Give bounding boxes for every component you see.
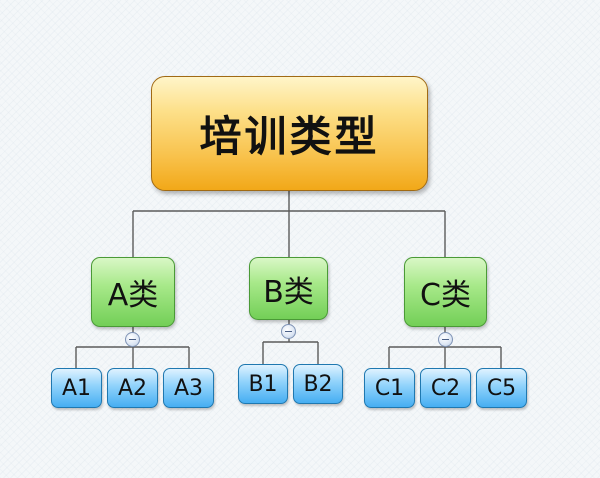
topic-category-a[interactable]: A类 bbox=[91, 257, 175, 327]
topic-a1[interactable]: A1 bbox=[51, 368, 102, 408]
topic-b2[interactable]: B2 bbox=[293, 364, 343, 404]
topic-c2[interactable]: C2 bbox=[420, 368, 471, 408]
topic-c5[interactable]: C5 bbox=[476, 368, 527, 408]
root-topic[interactable]: 培训类型 bbox=[151, 76, 428, 191]
topic-a3[interactable]: A3 bbox=[163, 368, 214, 408]
topic-category-c[interactable]: C类 bbox=[404, 257, 487, 327]
collapse-b-icon[interactable] bbox=[281, 324, 296, 339]
collapse-a-icon[interactable] bbox=[125, 332, 140, 347]
topic-b1[interactable]: B1 bbox=[238, 364, 288, 404]
collapse-c-icon[interactable] bbox=[438, 332, 453, 347]
topic-category-b[interactable]: B类 bbox=[249, 257, 328, 320]
topic-a2[interactable]: A2 bbox=[107, 368, 158, 408]
topic-c1[interactable]: C1 bbox=[364, 368, 415, 408]
